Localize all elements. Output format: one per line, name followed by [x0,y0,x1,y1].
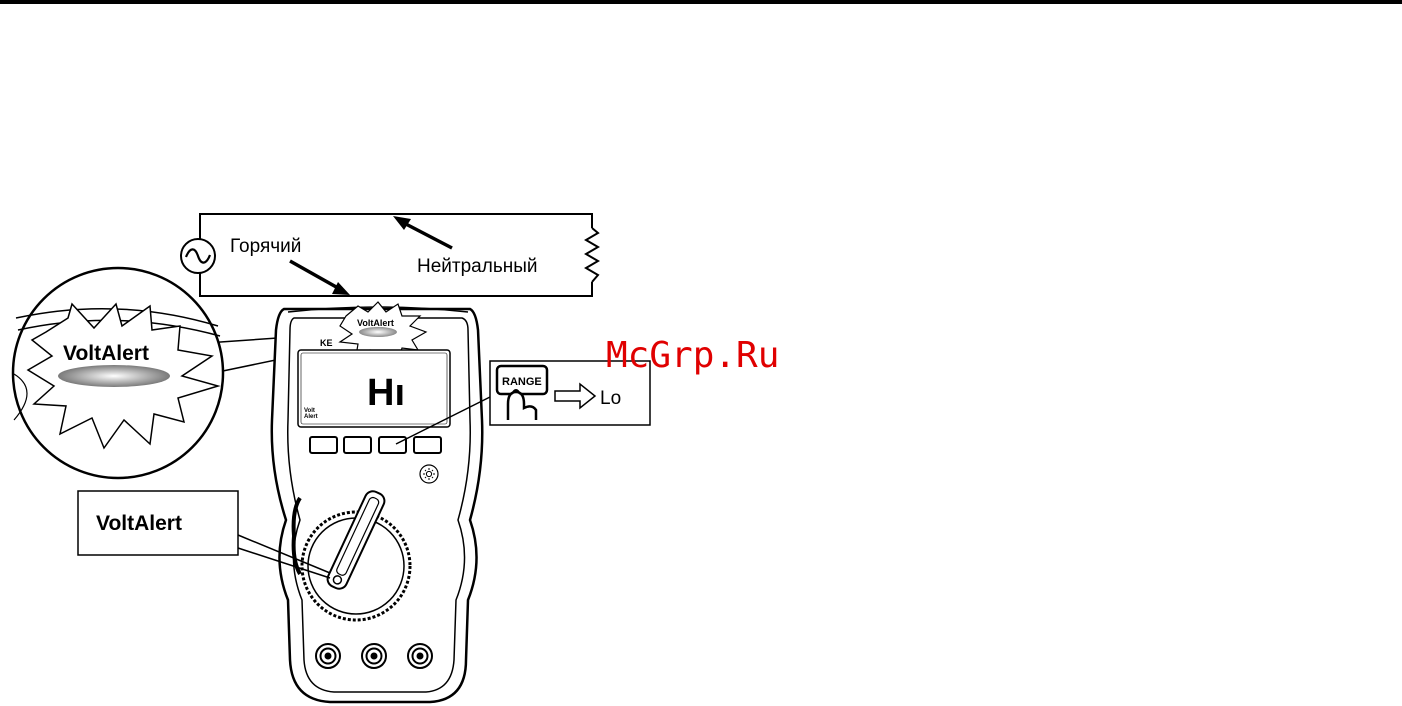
dial-voltalert-label: VoltAlert [96,512,182,535]
hot-wire-label: Горячий [230,236,301,257]
meter-key-2[interactable] [344,437,371,453]
meter-voltalert-caption-2: Alert [304,414,318,420]
zoom-glow [58,365,170,387]
meter-glow [359,327,397,337]
meter-brand: KE [320,338,333,348]
backlight-button[interactable] [420,465,438,483]
meter-key-4[interactable] [414,437,441,453]
meter-display-reading: Hı [367,372,405,414]
backlight-button-ring[interactable] [420,465,438,483]
multimeter: VoltAlert KE Hı Volt Alert [272,302,482,702]
zoom-voltalert-label: VoltAlert [63,342,149,365]
neutral-arrow [402,222,452,248]
meter-key-1[interactable] [310,437,337,453]
range-key-label: RANGE [502,376,542,388]
jack-2-hole [371,653,378,660]
jack-3-hole [417,653,424,660]
hot-arrow [290,261,338,288]
hot-arrowhead [332,282,350,295]
input-jacks [316,644,432,668]
meter-voltalert-label: VoltAlert [357,318,394,328]
neutral-wire-label: Нейтральный [417,256,538,277]
meter-key-range[interactable] [379,437,406,453]
jack-1-hole [325,653,332,660]
neutral-arrowhead [393,216,411,230]
range-result-label: Lo [600,388,621,409]
watermark: McGrp.Ru [606,335,779,376]
resistor-icon [586,228,598,282]
circuit: Горячий Нейтральный [181,214,598,296]
